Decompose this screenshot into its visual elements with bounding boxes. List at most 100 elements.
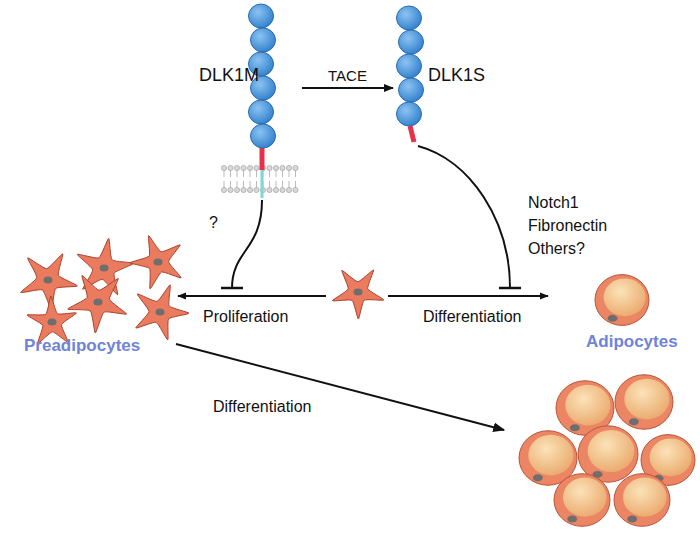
differentiation-arrow [176,344,504,430]
protein-label-node: DLK1S [395,5,495,150]
cell-body [130,236,181,289]
nucleus [48,319,57,326]
lipid-tail [230,181,231,188]
nucleus [627,516,637,523]
lipid-tail [276,181,277,188]
cell-body [136,285,189,340]
lipid-head [254,165,259,170]
cell-type-name: Preadipocytes [24,336,140,356]
nucleus [156,309,165,316]
lipid-droplet [563,478,607,517]
nucleus [100,265,109,272]
lipid-droplet [588,430,635,472]
enzyme-name: TACE [328,67,367,84]
lipid-droplet [528,435,573,476]
differentiation-arrow [388,295,548,297]
lipid-tail [289,181,290,188]
lipid-head [221,165,226,170]
inhibition-bar [499,287,521,290]
factor-name: Others? [528,240,585,258]
lipid-tail [256,181,257,188]
lipid-head [247,187,252,192]
lipid-head [241,187,246,192]
egf-like-repeat [397,102,422,126]
cell-body [332,270,383,319]
protein-label-node: DLK1M [195,55,300,205]
lipid-head [286,165,291,170]
inhibition-line [418,146,510,288]
lipid-tail [282,170,283,177]
transmembrane-domain [261,170,264,198]
lipid-tail [276,170,277,177]
lipid-tail [282,181,283,188]
lipid-head [267,187,272,192]
process-label: Differentiation [423,308,521,326]
nucleus [570,424,580,431]
lipid-tail [295,170,296,177]
lipid-tail [295,181,296,188]
lipid-head [234,187,239,192]
egf-like-repeat [399,30,424,54]
cell-body [68,275,127,332]
nucleus [154,259,163,266]
lipid-tail [269,170,270,177]
cell-body [614,474,670,527]
nucleus [567,516,577,523]
lipid-tail [289,170,290,177]
cell-type-name: Adipocytes [586,332,678,352]
lipid-head [293,165,298,170]
dlk1-soluble-protein [397,6,424,126]
egf-like-repeat [251,124,276,148]
lipid-tail [237,181,238,188]
lipid-head [293,187,298,192]
preadipocyte [332,270,383,319]
inhibition-bar [221,287,243,290]
lipid-droplet [624,379,669,420]
egf-like-repeat [397,54,422,78]
lipid-head [273,187,278,192]
protein-name: DLK1S [428,65,485,86]
egf-like-repeat [251,28,276,52]
unknown-mark: ? [209,214,218,232]
preadipocyte-cells [21,236,384,344]
process-label: Differentiation [213,398,311,416]
lipid-tail [230,170,231,177]
lipid-head [228,165,233,170]
lipid-tail [269,181,270,188]
lipid-droplet [623,478,667,517]
factor-name: Fibronectin [528,217,607,235]
lipid-tail [256,170,257,177]
proliferation-arrow [178,295,326,297]
egf-like-repeat [249,4,274,28]
lipid-head [267,165,272,170]
egf-like-repeat [397,6,422,30]
lipid-droplet [604,278,646,316]
cell-body [595,275,649,326]
adipocyte [615,375,673,430]
nucleus [94,299,103,306]
adipocyte [614,474,670,527]
cleavage-arrow [302,87,393,89]
lipid-tail [250,170,251,177]
lipid-head [254,187,259,192]
lipid-head [280,187,285,192]
lipid-head [234,165,239,170]
lipid-tail [237,170,238,177]
cell-type-node: Adipocytes [576,268,696,360]
lipid-head [247,165,252,170]
lipid-droplet [565,385,610,426]
lipid-head [228,187,233,192]
preadipocyte [136,285,189,340]
nucleus [44,277,53,284]
inhibition-line [232,200,262,288]
adipocyte-cells [519,275,695,527]
lipid-droplet [650,438,692,476]
adipocyte [554,474,610,527]
lipid-tail [224,181,225,188]
cell-body [615,375,673,430]
lipid-head [286,187,291,192]
cell-type-node: Preadipocytes [12,240,207,362]
adipocyte [595,275,649,326]
lipid-head [241,165,246,170]
